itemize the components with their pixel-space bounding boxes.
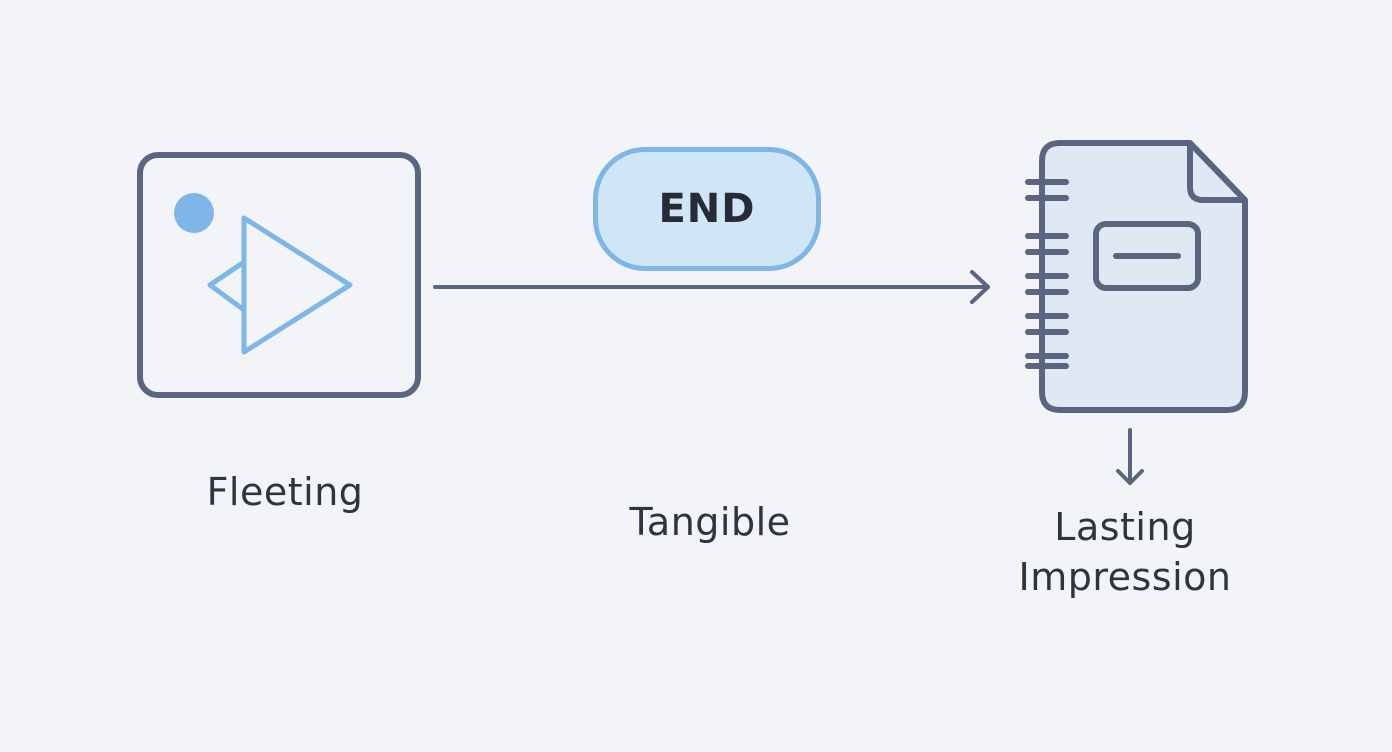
end-badge-label: END — [658, 186, 756, 232]
stage-label-lasting-impression: Lasting Impression — [990, 502, 1260, 602]
play-icon — [207, 215, 353, 355]
video-frame-icon — [137, 152, 421, 398]
flow-arrow — [433, 270, 990, 304]
stage-label-fleeting: Fleeting — [206, 470, 364, 514]
notebook-document-icon — [1025, 140, 1248, 413]
end-badge: END — [593, 147, 821, 271]
stage-label-lasting-line1: Lasting — [1054, 505, 1196, 549]
stage-label-lasting-line2: Impression — [1018, 555, 1232, 599]
dot-icon — [174, 193, 214, 233]
stage-label-tangible: Tangible — [629, 500, 791, 544]
down-arrow — [1116, 428, 1144, 485]
